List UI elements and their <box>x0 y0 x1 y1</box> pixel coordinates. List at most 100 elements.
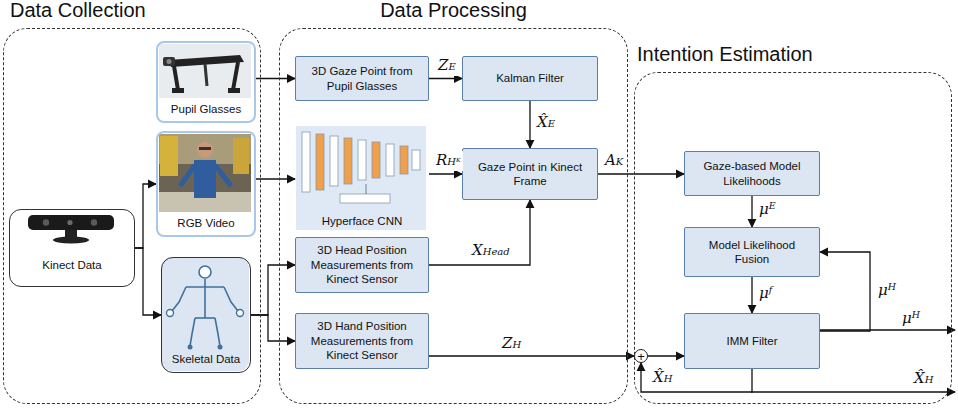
process-box: IMM Filter <box>684 313 820 369</box>
signal-label: μᴱ <box>757 200 778 218</box>
image-caption: Hyperface CNN <box>322 215 403 229</box>
glasses-foot <box>172 88 184 93</box>
connector-arrow <box>429 173 462 174</box>
process-box: Model Likelihood Fusion <box>684 227 820 277</box>
kinect-lens <box>67 220 72 225</box>
signal-label: X̂H <box>651 368 674 388</box>
image-panel: RGB Video <box>156 131 256 237</box>
box-label: Gaze Point in Kinect Frame <box>469 160 591 189</box>
photo-ground <box>159 134 251 212</box>
kinect-base <box>53 237 89 244</box>
connector-arrow <box>529 101 530 148</box>
junction-sign: + <box>637 350 645 363</box>
person-glasses <box>199 147 211 150</box>
connector-arrow <box>820 252 870 331</box>
connector-arrow <box>648 355 684 356</box>
connector-arrow <box>256 178 295 179</box>
person-torso <box>194 160 216 198</box>
head-joint <box>199 266 211 278</box>
image-panel: Pupil Glasses <box>156 41 256 123</box>
connector-arrow <box>429 78 462 79</box>
connector-arrow <box>251 265 295 315</box>
kinect-picture <box>9 209 133 285</box>
image-caption: Pupil Glasses <box>171 103 241 117</box>
cnn-layer <box>400 146 408 174</box>
photo-object <box>160 136 178 176</box>
glasses-leg <box>174 66 178 90</box>
shoulders <box>186 286 224 288</box>
pupil-glasses-picture <box>159 44 251 98</box>
region-title: Intention Estimation <box>637 42 813 66</box>
signal-label: AK <box>603 151 625 171</box>
glasses-camera <box>163 57 175 66</box>
region-title: Data Collection <box>10 0 146 22</box>
box-label: 3D Gaze Point from Pupil Glasses <box>302 64 422 93</box>
photo-ground <box>159 44 251 98</box>
connector-arrow <box>429 200 530 265</box>
connector-arrow <box>251 315 295 341</box>
glasses-foot <box>228 88 240 93</box>
cnn-layer <box>372 142 380 178</box>
panel-ground <box>161 257 249 371</box>
box-label: 3D Head Position Measurements from Kinec… <box>302 243 422 286</box>
process-box: Gaze-based Model Likelihoods <box>684 151 820 196</box>
connector-arrow <box>751 277 752 313</box>
hand-joint <box>237 310 244 317</box>
cnn-layer <box>302 132 310 192</box>
stick-figure <box>172 279 238 346</box>
rgb-video-picture <box>159 134 251 212</box>
person-head <box>197 142 213 158</box>
group-region: Intention EstimationGaze-based Model Lik… <box>634 72 952 404</box>
image-caption: Skeletal Data <box>172 353 240 367</box>
arm <box>224 287 238 311</box>
signal-label: ZE <box>436 56 458 76</box>
cnn-link <box>366 184 367 194</box>
kinect-body <box>28 215 114 230</box>
leg <box>190 318 195 346</box>
panel-ground <box>296 126 426 230</box>
leg <box>215 318 220 346</box>
cnn-fusion <box>340 194 390 203</box>
process-box: Kalman Filter <box>462 56 598 101</box>
image-panel: Skeletal Data <box>161 257 251 373</box>
glasses-leg <box>205 64 207 86</box>
group-region: Data Processing3D Gaze Point from Pupil … <box>279 28 628 404</box>
connector-arrow <box>256 78 295 79</box>
glasses-leg <box>233 62 238 90</box>
summing-junction: + <box>634 349 648 363</box>
hyperface-picture <box>296 126 426 230</box>
cnn-layer <box>412 150 420 170</box>
kinect-lens <box>91 219 97 225</box>
cnn-layer <box>344 138 352 184</box>
cnn-layer <box>358 140 366 180</box>
arm <box>172 287 186 311</box>
skeleton-picture <box>161 257 249 371</box>
box-label: 3D Hand Position Measurements from Kinec… <box>302 319 422 362</box>
region-title: Data Processing <box>280 0 627 22</box>
person-arm <box>180 165 195 186</box>
box-label: Kalman Filter <box>496 71 564 85</box>
panel-ground <box>9 209 133 285</box>
signal-label: XHead <box>470 241 512 261</box>
connector-arrow <box>135 184 156 248</box>
camera-lens <box>167 59 172 64</box>
output-label: X̂H <box>912 369 935 389</box>
image-panel: Hyperface CNN <box>295 125 429 233</box>
spine <box>204 279 206 318</box>
kinect-lens <box>43 219 49 225</box>
photo-object <box>233 138 249 174</box>
process-box: Gaze Point in Kinect Frame <box>462 148 598 200</box>
hand-joint <box>167 310 174 317</box>
process-box: 3D Hand Position Measurements from Kinec… <box>295 313 429 369</box>
output-label: μᴴ <box>900 309 922 327</box>
cnn-layer <box>330 136 338 186</box>
image-panel: Kinect Data <box>9 209 135 287</box>
box-label: Model Likelihood Fusion <box>691 238 813 267</box>
connector-arrow <box>598 173 684 174</box>
hips <box>195 317 215 319</box>
connector-arrow <box>135 248 161 315</box>
output-arrow <box>751 391 955 392</box>
foot-joint <box>188 345 193 350</box>
